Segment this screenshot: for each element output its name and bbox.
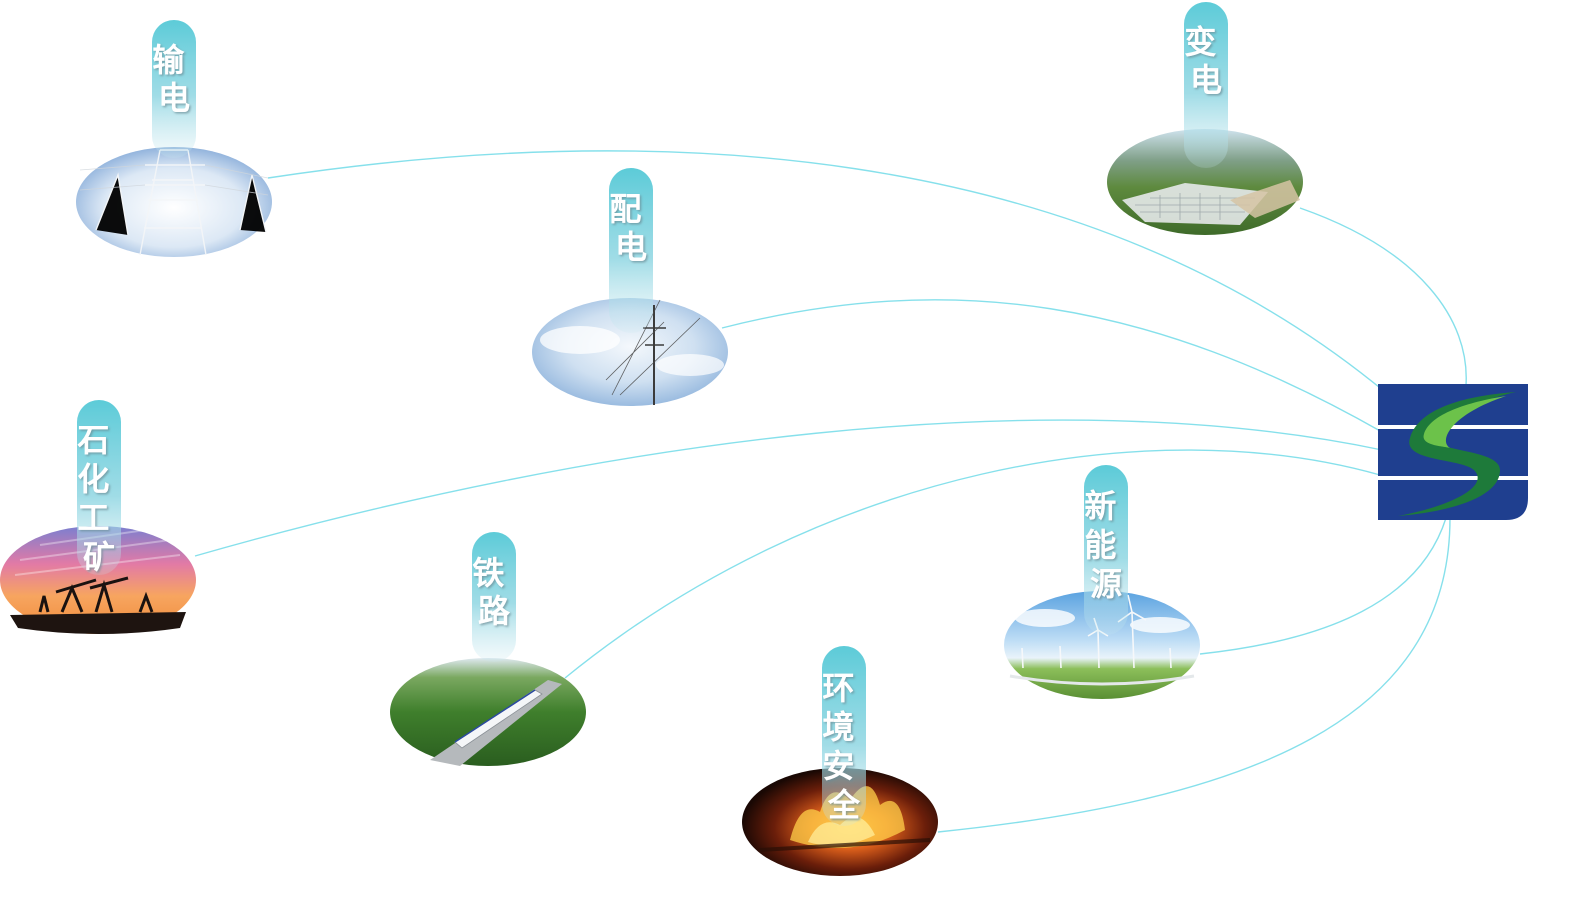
node-shihua[interactable]: 石 化 工 矿: [0, 400, 196, 634]
label-peidian: 配 电: [609, 190, 652, 266]
node-peidian[interactable]: 配 电: [532, 168, 728, 406]
node-biandian[interactable]: 变 电: [1107, 2, 1303, 235]
label-biandian: 变 电: [1184, 23, 1227, 99]
label-tab-xinnengyuan: [1084, 465, 1128, 635]
label-tab-shudian: [152, 20, 196, 158]
label-tab-huanjing: [822, 646, 866, 826]
node-tielu[interactable]: 铁 路: [390, 532, 586, 766]
label-char: 配: [609, 190, 641, 228]
logo-s-mark: [1398, 392, 1516, 516]
logo-stripe-top: [1378, 425, 1528, 429]
high-speed-train-photo: [390, 658, 586, 766]
label-char: 铁: [472, 554, 504, 592]
label-char: 电: [615, 228, 647, 266]
label-char: 化: [77, 460, 109, 498]
label-char: 矿: [83, 538, 115, 576]
label-huanjing: 环 境 安 全: [822, 669, 865, 824]
transmission-tower-sky-photo: [76, 147, 272, 257]
label-tab-biandian: [1184, 2, 1228, 168]
connector-shudian: [267, 150, 1386, 393]
label-char: 石: [76, 421, 109, 459]
label-char: 变: [1184, 23, 1216, 61]
connector-huanjing: [937, 517, 1451, 833]
label-shudian: 输 电: [152, 41, 195, 117]
label-char: 境: [822, 708, 854, 746]
connector-xinnengyuan: [1199, 517, 1447, 655]
label-tab-shihua: [77, 400, 121, 575]
logo-stripe-bottom: [1378, 476, 1528, 480]
company-logo[interactable]: [1378, 384, 1528, 520]
label-char: 输: [152, 41, 185, 79]
label-char: 电: [1190, 61, 1222, 99]
node-xinnengyuan[interactable]: 新 能 源: [1004, 465, 1200, 699]
label-char: 环: [822, 669, 854, 707]
label-xinnengyuan: 新 能 源: [1084, 487, 1127, 603]
label-char: 能: [1084, 526, 1116, 564]
node-huanjing[interactable]: 环 境 安 全: [742, 646, 938, 876]
connector-tielu: [564, 449, 1381, 679]
node-shudian[interactable]: 输 电: [76, 20, 272, 257]
substation-aerial-view-photo: [1107, 129, 1303, 235]
label-char: 全: [827, 786, 861, 824]
connector-lines: [194, 150, 1467, 833]
label-char: 路: [478, 592, 511, 630]
distribution-pole-sky-photo: [532, 298, 728, 406]
connector-peidian: [721, 299, 1383, 433]
label-shihua: 石 化 工 矿: [76, 421, 120, 576]
label-char: 源: [1090, 565, 1122, 603]
label-tab-peidian: [609, 168, 653, 333]
connector-biandian: [1299, 207, 1467, 386]
label-tielu: 铁 路: [472, 554, 515, 630]
logo-s-highlight: [1423, 396, 1506, 448]
oil-pumpjack-sunset-photo: [0, 526, 196, 634]
label-char: 工: [77, 499, 109, 537]
label-char: 新: [1084, 487, 1116, 525]
connector-shihua: [194, 419, 1383, 557]
wind-turbines-field-photo: [1004, 591, 1200, 699]
label-tab-tielu: [472, 532, 516, 662]
label-char: 电: [158, 79, 190, 117]
label-char: 安: [822, 747, 854, 785]
